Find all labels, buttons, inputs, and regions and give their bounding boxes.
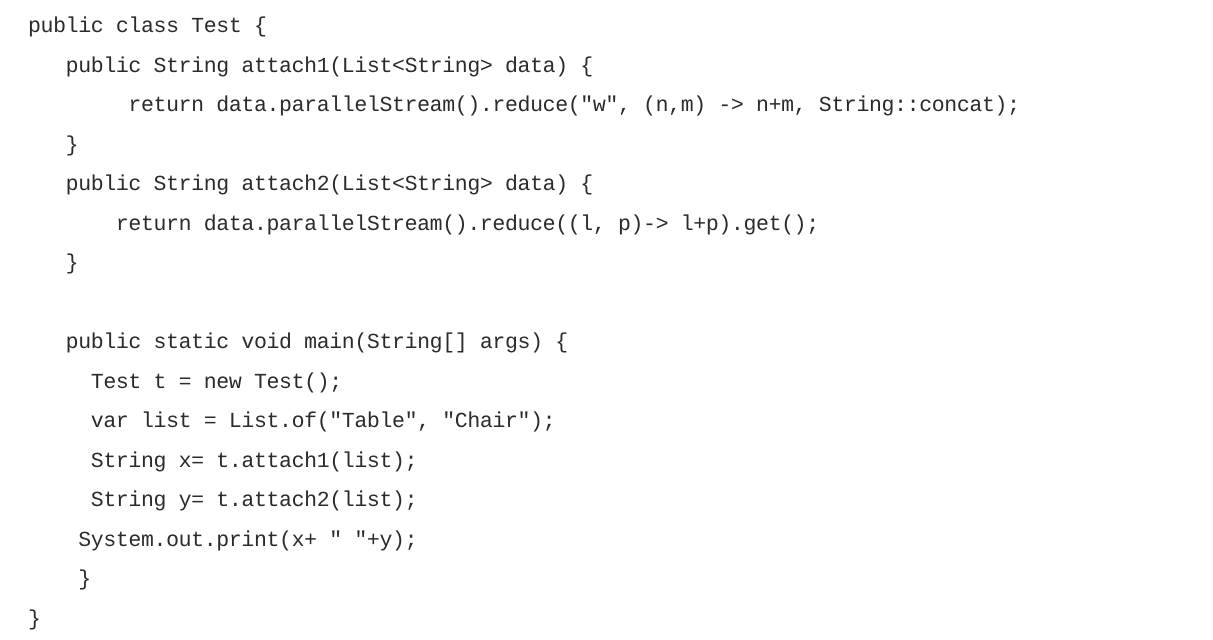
code-line: public static void main(String[] args) { bbox=[28, 324, 1213, 364]
code-line: Test t = new Test(); bbox=[28, 364, 1213, 404]
code-line: var list = List.of("Table", "Chair"); bbox=[28, 403, 1213, 443]
code-line: String x= t.attach1(list); bbox=[28, 443, 1213, 483]
code-line: return data.parallelStream().reduce("w",… bbox=[28, 87, 1213, 127]
code-line: } bbox=[28, 601, 1213, 640]
code-line: String y= t.attach2(list); bbox=[28, 482, 1213, 522]
code-line: return data.parallelStream().reduce((l, … bbox=[28, 206, 1213, 246]
code-line: } bbox=[28, 561, 1213, 601]
code-listing: public class Test { public String attach… bbox=[28, 8, 1213, 640]
code-line: public class Test { bbox=[28, 8, 1213, 48]
code-line: public String attach2(List<String> data)… bbox=[28, 166, 1213, 206]
code-line bbox=[28, 285, 1213, 325]
code-line: System.out.print(x+ " "+y); bbox=[28, 522, 1213, 562]
code-line: } bbox=[28, 127, 1213, 167]
code-line: public String attach1(List<String> data)… bbox=[28, 48, 1213, 88]
code-line: } bbox=[28, 245, 1213, 285]
